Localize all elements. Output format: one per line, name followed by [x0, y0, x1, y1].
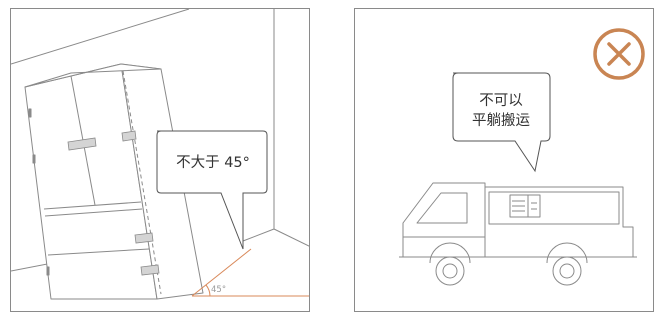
- fixing-tapes: [67, 130, 160, 276]
- angle-label: 45°: [211, 285, 227, 295]
- tape-upper-door: [67, 137, 97, 151]
- tape-upper-side: [121, 130, 137, 142]
- circle-x-icon: [593, 28, 645, 80]
- tilt-angle-indicator: [191, 248, 309, 297]
- fridge-handle-left-bottom: [46, 266, 50, 276]
- bubble-line-2: 平躺搬运: [472, 113, 530, 129]
- flat-transport-forbidden-panel: 不可以 平躺搬运: [354, 8, 654, 312]
- tilt-speech-bubble: [156, 130, 268, 250]
- truck: [399, 182, 637, 286]
- room-ceiling-edge: [11, 9, 190, 65]
- fridge-handle-left-mid: [32, 154, 36, 164]
- tilted-fridge-illustration: [11, 9, 309, 300]
- tilt-allowed-panel: 不大于 45° 45°: [10, 8, 310, 312]
- tape-mid-side: [134, 232, 154, 244]
- tilt-limit-label: 不大于 45°: [176, 155, 250, 171]
- truck-illustration: [399, 28, 645, 286]
- room-floor-back: [242, 228, 275, 242]
- flat-fridge: [488, 191, 620, 225]
- bubble-line-1: 不可以: [479, 93, 523, 109]
- flat-speech-bubble: [452, 72, 551, 173]
- no-flat-transport-label: 不可以 平躺搬运: [453, 91, 549, 131]
- tape-lower-side: [140, 264, 160, 276]
- fridge-handle-left-top: [28, 108, 32, 118]
- room-floor-right: [273, 228, 309, 247]
